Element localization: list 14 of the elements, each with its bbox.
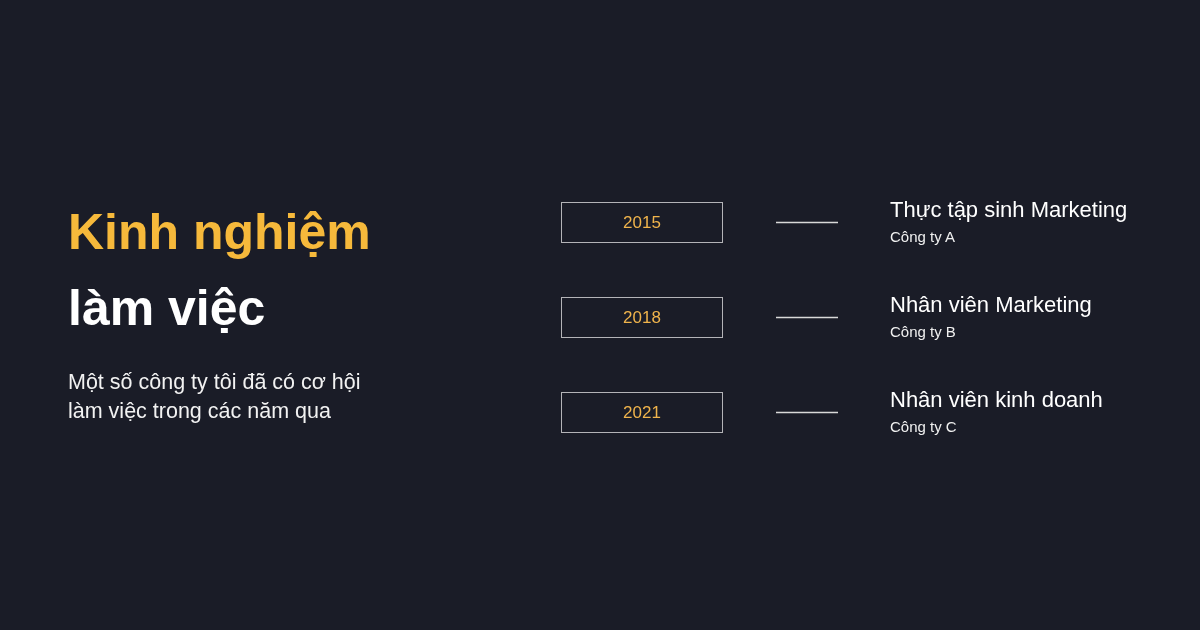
connector-line (775, 411, 839, 414)
year-box: 2018 (561, 297, 723, 338)
heading: Kinh nghiệm làm việc (68, 203, 371, 338)
role-title: Nhân viên Marketing (890, 292, 1093, 318)
connector-line (775, 316, 839, 319)
role-title: Nhân viên kinh doanh (890, 387, 1104, 413)
year-box: 2021 (561, 392, 723, 433)
company-name: Công ty C (890, 418, 958, 436)
subtitle: Một số công ty tôi đã có cơ hội làm việc trong các năm qua (68, 369, 362, 425)
year-box: 2015 (561, 202, 723, 243)
role-title: Thực tập sinh Marketing (890, 197, 1129, 223)
company-name: Công ty A (890, 228, 957, 246)
company-name: Công ty B (890, 323, 957, 341)
connector-line (775, 221, 839, 224)
